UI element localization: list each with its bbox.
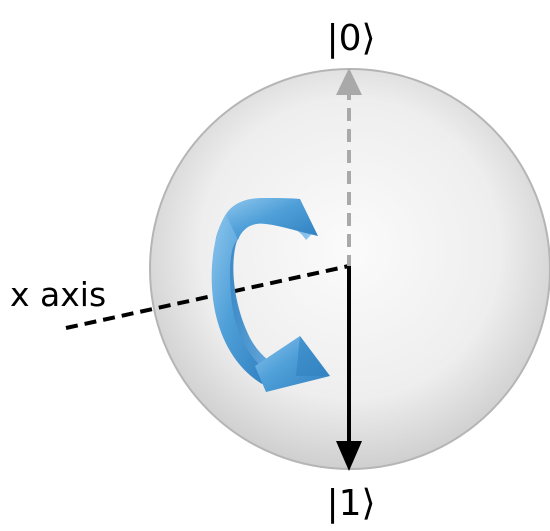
x-axis-label: x axis [10, 275, 106, 314]
ket-one-label: |1⟩ [326, 483, 375, 524]
ket-zero-label: |0⟩ [326, 18, 375, 59]
